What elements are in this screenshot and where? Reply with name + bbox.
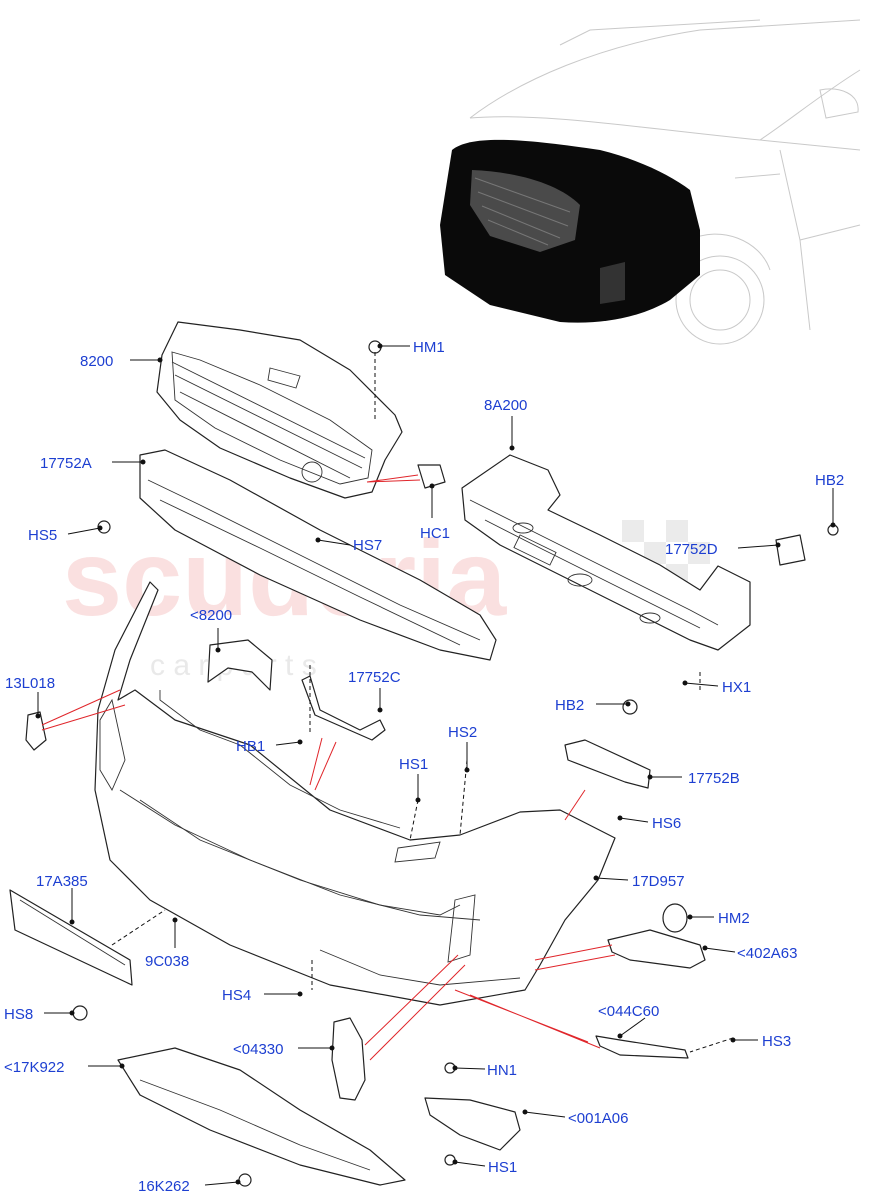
callout-hs2: HS2 <box>448 724 477 741</box>
callout-9c038: 9C038 <box>145 953 189 970</box>
fastener-hm2-part <box>662 903 688 933</box>
callout-hb1: HB1 <box>236 738 265 755</box>
grille-04330-part <box>331 1017 366 1101</box>
vehicle-outline <box>440 19 861 345</box>
callout-hx1: HX1 <box>722 679 751 696</box>
callout-hm1: HM1 <box>413 339 445 356</box>
callout-044c60: <044C60 <box>598 1003 659 1020</box>
bracket-17752b-part <box>564 739 651 789</box>
callout-hs1-top: HS1 <box>399 756 428 773</box>
callout-hb2-top: HB2 <box>815 472 844 489</box>
bracket-402a63-part <box>607 929 706 969</box>
callout-17d957: 17D957 <box>632 873 685 890</box>
callout-17752c: 17752C <box>348 669 401 686</box>
callout-16k262: 16K262 <box>138 1178 190 1195</box>
callout-hs6: HS6 <box>652 815 681 832</box>
reference-lines <box>41 474 616 1061</box>
callout-hs8: HS8 <box>4 1006 33 1023</box>
callout-hs7: HS7 <box>353 537 382 554</box>
leader-lines <box>35 343 836 1186</box>
callout-04330: <04330 <box>233 1041 283 1058</box>
clip-16k262-part <box>238 1173 252 1187</box>
callout-17a385: 17A385 <box>36 873 88 890</box>
callout-hs4: HS4 <box>222 987 251 1004</box>
plate-17a385 <box>9 889 133 986</box>
sensor-13l018-part <box>25 711 47 751</box>
bumper-cover-17d957 <box>94 581 616 1006</box>
callout-hn1: HN1 <box>487 1062 517 1079</box>
callout-hs1-bottom: HS1 <box>488 1159 517 1176</box>
callout-13l018: 13L018 <box>5 675 55 692</box>
callout-17752a: 17752A <box>40 455 92 472</box>
callout-8200: 8200 <box>80 353 113 370</box>
callout-hb2-mid: HB2 <box>555 697 584 714</box>
grille-8200 <box>156 321 403 499</box>
callout-8a200: 8A200 <box>484 397 527 414</box>
callout-17752d: 17752D <box>665 541 718 558</box>
callout-hs5: HS5 <box>28 527 57 544</box>
bracket-8200-part <box>207 639 273 691</box>
strip-044c60-part <box>595 1035 689 1059</box>
callout-402a63: <402A63 <box>737 945 797 962</box>
cover-001a06-part <box>424 1097 521 1151</box>
sensor-17752d-part <box>775 534 806 566</box>
callout-hs3: HS3 <box>762 1033 791 1050</box>
fastener-paths <box>111 352 734 1053</box>
callout-hm2: HM2 <box>718 910 750 927</box>
callout-8200-ref: <8200 <box>190 607 232 624</box>
undertray-17k922 <box>117 1047 406 1186</box>
crossmember-8a200 <box>461 454 751 651</box>
absorber-17752a <box>139 449 497 661</box>
clip-hc1-part <box>417 464 446 489</box>
callout-17752b: 17752B <box>688 770 740 787</box>
callout-17k922: <17K922 <box>4 1059 64 1076</box>
callout-hc1: HC1 <box>420 525 450 542</box>
callout-labels: HM1 8200 8A200 17752A HB2 HS5 HS7 HC1 17… <box>4 339 844 1195</box>
bolt-hs8-part <box>72 1005 88 1021</box>
callout-001a06: <001A06 <box>568 1110 628 1127</box>
bolt-hb2-part <box>622 699 638 715</box>
